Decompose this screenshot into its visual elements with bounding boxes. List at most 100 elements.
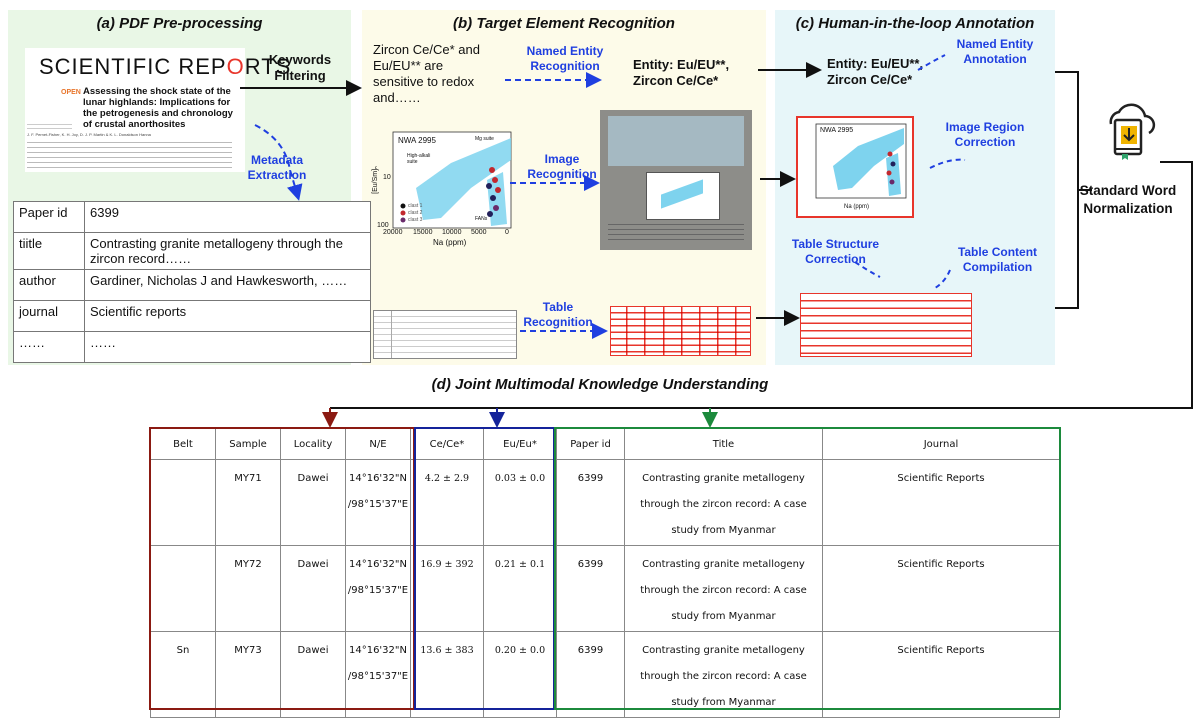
metadata-row: …………: [13, 331, 371, 363]
table-cell: 14°16'32"N /98°15'37"E: [345, 631, 411, 718]
chart-xtick-15000: 15000: [413, 229, 433, 236]
metadata-value: ……: [84, 331, 371, 363]
table-recognition-label: Table Recognition: [523, 300, 593, 329]
recognized-table-grid: [610, 306, 751, 356]
scanned-page-chart-top: [608, 116, 744, 166]
corrected-image-box: NWA 2995 Na (ppm): [796, 116, 914, 218]
panel-c-title: (c) Human-in-the-loop Annotation: [795, 15, 1035, 32]
corrected-chart-xlabel: Na (ppm): [844, 204, 870, 210]
chart-annot-fan: FANs: [475, 216, 488, 222]
table-cell: [150, 459, 216, 546]
group-box-sample-info: [149, 427, 415, 710]
corrected-chart-svg: [815, 123, 907, 199]
entity-extracted-b: Entity: Eu/EU**, Zircon Ce/Ce*: [633, 57, 730, 88]
chart-point: [489, 167, 495, 173]
chart-point: [487, 211, 493, 217]
keywords-filtering-label: Keywords Filtering: [268, 52, 332, 83]
source-table: [373, 310, 517, 359]
legend-label-1: clast 1: [408, 203, 423, 209]
table-content-compilation-label: Table Content Compilation: [957, 245, 1038, 274]
table-cell: Contrasting granite metallogeny through …: [624, 459, 823, 546]
panel-b-title: (b) Target Element Recognition: [453, 15, 675, 32]
table-cell: Scientific Reports: [822, 631, 1060, 718]
table-header-cell: Title: [624, 428, 823, 460]
corrected-chart-point: [886, 170, 892, 176]
table-cell: 6399: [556, 545, 625, 632]
scanned-page-thumbnail: [600, 110, 752, 250]
metadata-key: ……: [13, 331, 85, 363]
chart-xlabel: Na (ppm): [433, 238, 467, 247]
table-cell: Dawei: [280, 631, 346, 718]
book-icon: [1097, 102, 1157, 162]
group-box-paper-meta: [554, 427, 1061, 710]
table-cell: Dawei: [280, 459, 346, 546]
corrected-chart-point: [890, 161, 896, 167]
chart-point: [492, 177, 498, 183]
chart-xtick-10000: 10000: [442, 229, 462, 236]
table-cell: Contrasting granite metallogeny through …: [624, 545, 823, 632]
metadata-value: Gardiner, Nicholas J and Hawkesworth, ……: [84, 269, 371, 301]
image-recognition-label: Image Recognition: [527, 152, 597, 181]
paper-authors: J. F. Pernet-Fisher, K. H. Joy, D. J. P.…: [27, 132, 151, 137]
table-cell: 6399: [556, 631, 625, 718]
table-cell: 13.6 ± 383: [410, 631, 484, 718]
chart-annot-high-alkali: High-alkali suite: [407, 153, 431, 165]
panel-a-title: (a) PDF Pre-processing: [96, 15, 263, 32]
table-cell: 0.20 ± 0.0: [483, 631, 557, 718]
chart-point: [490, 195, 496, 201]
entity-extracted-c: Entity: Eu/EU**, Zircon Ce/Ce*: [827, 56, 924, 87]
source-chart: NWA 2995 High-alkali suite Mg suite FANs…: [371, 128, 516, 248]
metadata-value: Contrasting granite metallogeny through …: [84, 232, 371, 270]
chart-ylabel: [Eu/Sm]ₙ: [371, 166, 379, 194]
ner-label: Named Entity Recognition: [526, 44, 604, 73]
table-structure-correction-label: Table Structure Correction: [791, 237, 880, 266]
table-cell: 0.21 ± 0.1: [483, 545, 557, 632]
pdf-page-thumbnail: SCIENTIFIC REPORTS OPEN Assessing the sh…: [25, 48, 290, 172]
legend-dot-1: [400, 203, 406, 209]
journal-logo: SCIENTIFIC REPORTS: [39, 54, 292, 79]
paper-received-lines: [27, 123, 72, 131]
legend-dot-2: [400, 210, 406, 216]
chart-xtick-0: 0: [505, 229, 509, 236]
metadata-value: Scientific reports: [84, 300, 371, 332]
panel-d-title: (d) Joint Multimodal Knowledge Understan…: [431, 376, 769, 393]
table-cell: MY73: [215, 631, 281, 718]
chart-title: NWA 2995: [398, 136, 436, 145]
legend-label-2: clast 2: [408, 210, 423, 216]
book-icon-svg: [1109, 103, 1156, 160]
metadata-key: journal: [13, 300, 85, 332]
scanned-page-chart-inner: [646, 172, 720, 220]
scanned-chart-region: [661, 179, 703, 209]
table-header-cell: Paper id: [556, 428, 625, 460]
chart-ytick-100: 100: [377, 222, 389, 229]
corrected-chart-point: [887, 151, 893, 157]
metadata-key: author: [13, 269, 85, 301]
text-snippet: Zircon Ce/Ce* and Eu/EU** are sensitive …: [373, 42, 480, 105]
chart-xtick-20000: 20000: [383, 229, 403, 236]
scanned-page-text-lines: [608, 222, 744, 244]
corrected-chart-title: NWA 2995: [820, 127, 854, 134]
paper-abstract-lines: [27, 140, 232, 170]
table-cell: 14°16'32"N /98°15'37"E: [345, 459, 411, 546]
table-cell: Scientific Reports: [822, 459, 1060, 546]
corrected-chart-point: [889, 179, 895, 185]
group-box-geochem: [414, 427, 555, 710]
metadata-extraction-label: Metadata Extraction: [247, 153, 307, 182]
legend-label-3: clast 3: [408, 217, 423, 223]
chart-annot-mg: Mg suite: [475, 136, 494, 142]
legend-dot-3: [400, 217, 406, 223]
compiled-table: [800, 293, 972, 357]
chart-xtick-5000: 5000: [471, 229, 487, 236]
chart-point: [493, 205, 499, 211]
chart-ytick-10: 10: [383, 174, 391, 181]
named-entity-annotation-label: Named Entity Annotation: [956, 37, 1034, 66]
